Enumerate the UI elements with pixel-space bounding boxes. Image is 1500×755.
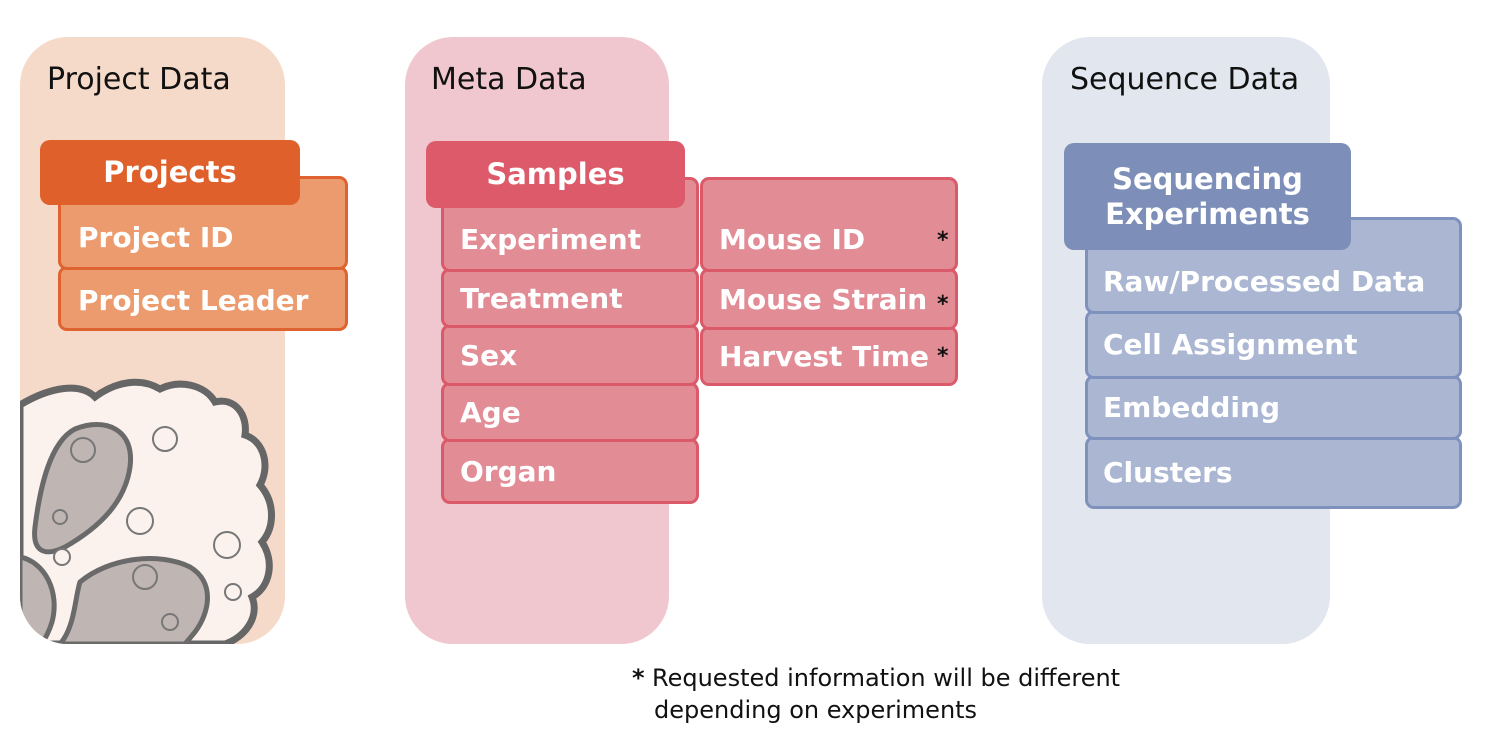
field-organ: Organ xyxy=(441,438,699,504)
field-label: Embedding xyxy=(1103,391,1280,424)
cell-illustration xyxy=(20,378,275,644)
field-label: Clusters xyxy=(1103,456,1233,489)
field-label: Mouse ID xyxy=(719,223,866,256)
samples-header: Samples xyxy=(426,141,685,208)
required-star: * xyxy=(937,292,949,317)
project-data-panel xyxy=(20,37,285,644)
field-label: Project Leader xyxy=(78,284,309,317)
field-harvest-time: Harvest Time xyxy=(700,326,958,386)
footnote-star: * xyxy=(632,664,645,692)
footnote: *Requested information will be different… xyxy=(632,662,1120,726)
sequence-data-title: Sequence Data xyxy=(1070,62,1300,97)
field-label: Project ID xyxy=(78,220,234,254)
header-label: Samples xyxy=(486,157,625,192)
field-project-leader: Project Leader xyxy=(58,266,348,331)
field-label: Treatment xyxy=(460,281,623,315)
header-label-line2: Experiments xyxy=(1105,196,1310,231)
header-label: Projects xyxy=(103,155,237,190)
field-label: Age xyxy=(460,395,521,429)
field-treatment: Treatment xyxy=(441,268,699,328)
field-clusters: Clusters xyxy=(1085,436,1462,509)
field-label: Cell Assignment xyxy=(1103,328,1358,361)
project-data-title: Project Data xyxy=(47,62,231,97)
field-label: Mouse Strain xyxy=(719,282,928,316)
footnote-line1: Requested information will be different xyxy=(652,664,1121,692)
field-label: Organ xyxy=(460,454,557,488)
field-embedding: Embedding xyxy=(1085,375,1462,440)
sequencing-experiments-header: Sequencing Experiments xyxy=(1064,143,1351,250)
required-star: * xyxy=(937,228,949,253)
footnote-line2: depending on experiments xyxy=(654,696,978,724)
field-label: Sex xyxy=(460,338,518,372)
field-label: Raw/Processed Data xyxy=(1103,265,1426,298)
field-age: Age xyxy=(441,382,699,442)
meta-data-title: Meta Data xyxy=(431,62,587,97)
header-label-line1: Sequencing xyxy=(1112,161,1303,196)
field-cell-assignment: Cell Assignment xyxy=(1085,310,1462,379)
field-mouse-id: Mouse ID xyxy=(700,177,958,272)
required-star: * xyxy=(937,344,949,369)
field-label: Experiment xyxy=(460,223,642,256)
field-label: Harvest Time xyxy=(719,339,930,373)
field-sex: Sex xyxy=(441,324,699,386)
field-mouse-strain: Mouse Strain xyxy=(700,268,958,330)
projects-header: Projects xyxy=(40,140,300,205)
